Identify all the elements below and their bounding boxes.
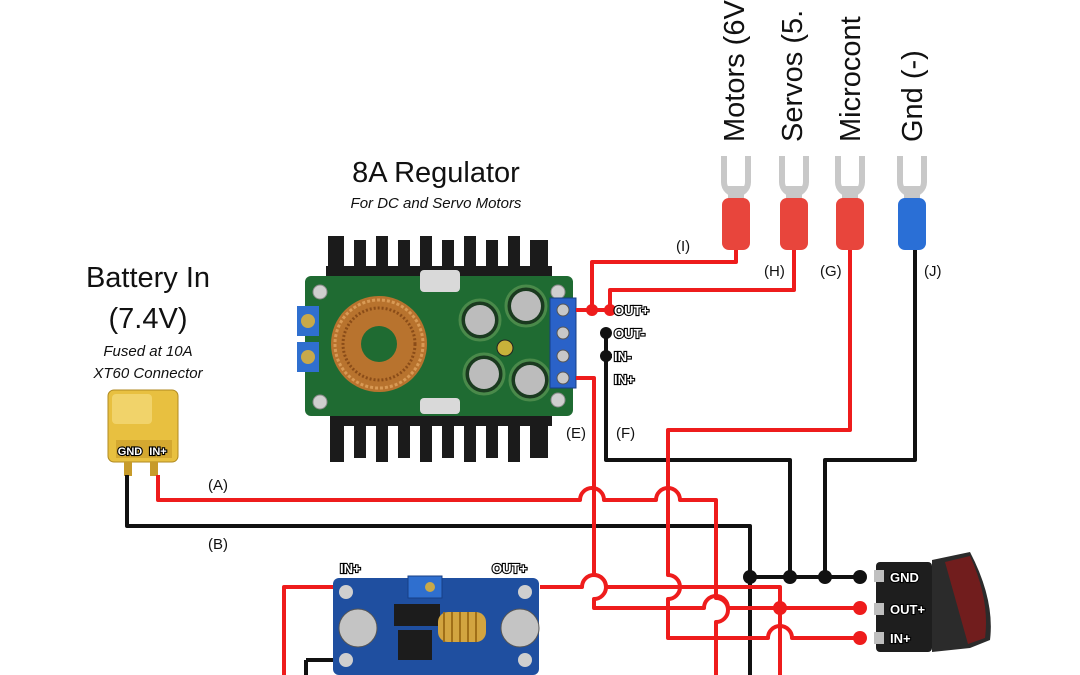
fork-terminals	[721, 156, 927, 250]
wire-label-b: (B)	[208, 536, 228, 553]
wire-g	[666, 250, 860, 640]
switch-pin-gnd: GND	[890, 570, 919, 585]
junction-dots	[586, 304, 867, 645]
output-label-servos: Servos (5.	[777, 10, 809, 142]
wire-label-a: (A)	[208, 477, 228, 494]
wires	[125, 250, 917, 675]
wire-i	[590, 250, 738, 310]
wire-label-e: (E)	[566, 425, 586, 442]
xt60-connector	[107, 389, 179, 476]
xt60-gnd-label: GND	[118, 446, 143, 458]
battery-connector-note: XT60 Connector	[92, 365, 203, 382]
small-regulator	[333, 575, 540, 675]
rocker-switch	[874, 552, 991, 652]
reg-pin-in-plus: IN+	[614, 372, 635, 387]
regulator-title: 8A Regulator	[352, 157, 520, 189]
switch-pin-in: IN+	[890, 631, 911, 646]
wire-f	[604, 333, 792, 577]
battery-title: Battery In	[86, 262, 210, 294]
output-label-gnd: Gnd (-)	[897, 50, 929, 142]
wire-label-h: (H)	[764, 263, 785, 280]
wire-label-f: (F)	[616, 425, 635, 442]
reg-pin-in-minus: IN-	[614, 349, 631, 364]
wire-h	[608, 250, 796, 310]
switch-pin-out: OUT+	[890, 602, 925, 617]
output-label-microcontroller: Microcont	[835, 16, 867, 142]
regulator-8a	[297, 236, 577, 462]
wire-b	[125, 475, 752, 675]
small-reg-pin-out: OUT+	[492, 561, 527, 576]
xt60-in-label: IN+	[149, 446, 166, 458]
battery-voltage: (7.4V)	[109, 303, 188, 335]
wire-j	[823, 250, 917, 577]
wire-label-g: (G)	[820, 263, 842, 280]
reg-pin-out-plus: OUT+	[614, 303, 649, 318]
output-label-motors: Motors (6V	[719, 0, 751, 142]
small-reg-pin-in: IN+	[340, 561, 361, 576]
wire-label-i: (I)	[676, 238, 690, 255]
reg-pin-out-minus: OUT-	[614, 326, 645, 341]
battery-fuse-note: Fused at 10A	[103, 343, 192, 360]
wire-label-j: (J)	[924, 263, 942, 280]
regulator-subtitle: For DC and Servo Motors	[351, 195, 522, 212]
